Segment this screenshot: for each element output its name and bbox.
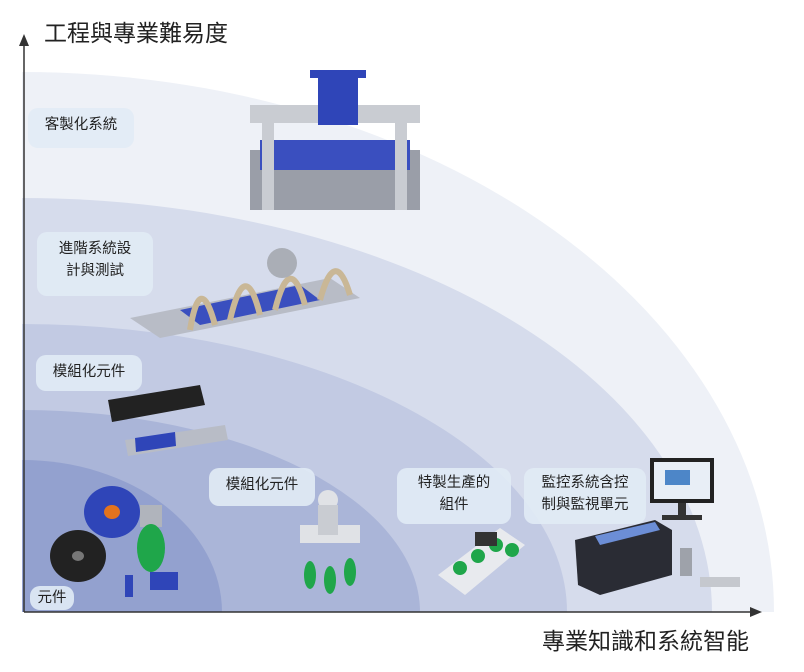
label-line-1: 特製生產的: [417, 475, 491, 491]
label-text: 元件: [37, 590, 67, 606]
control-monitor-icon: [575, 458, 740, 595]
label-text: 客製化系統: [44, 117, 118, 133]
robotic-system-icon: [250, 70, 420, 210]
level-label-monitoring-systems: 監控系統含控 制與監視單元: [524, 468, 646, 524]
custom-gripper-icon: [438, 528, 525, 595]
level-label-custom-systems: 客製化系統: [28, 108, 134, 148]
level-label-modular-components-2: 模組化元件: [209, 468, 315, 506]
label-line-2: 制與監視單元: [541, 497, 629, 513]
label-text: 模組化元件: [52, 364, 126, 380]
x-axis-arrow-icon: [750, 607, 762, 617]
level-label-custom-components: 特製生產的 組件: [397, 468, 511, 524]
level-label-advanced-design: 進階系統設 計與測試: [37, 232, 153, 296]
x-axis-title: 專業知識和系統智能: [542, 629, 749, 655]
suction-cup-assembly-icon: [300, 490, 360, 594]
level-label-components: 元件: [30, 586, 74, 610]
label-line-2: 組件: [439, 497, 469, 513]
vacuum-conveyor-icon: [130, 248, 360, 338]
y-axis-arrow-icon: [19, 34, 29, 46]
modular-gripper-icon: [108, 385, 228, 456]
label-text: 模組化元件: [225, 477, 299, 493]
suction-cup-icon: [50, 486, 178, 597]
label-line-2: 計與測試: [66, 263, 124, 279]
y-axis-title: 工程與專業難易度: [44, 21, 228, 47]
level-label-modular-components: 模組化元件: [36, 355, 142, 391]
label-line-1: 進階系統設: [58, 241, 132, 257]
label-line-1: 監控系統含控: [541, 475, 629, 491]
